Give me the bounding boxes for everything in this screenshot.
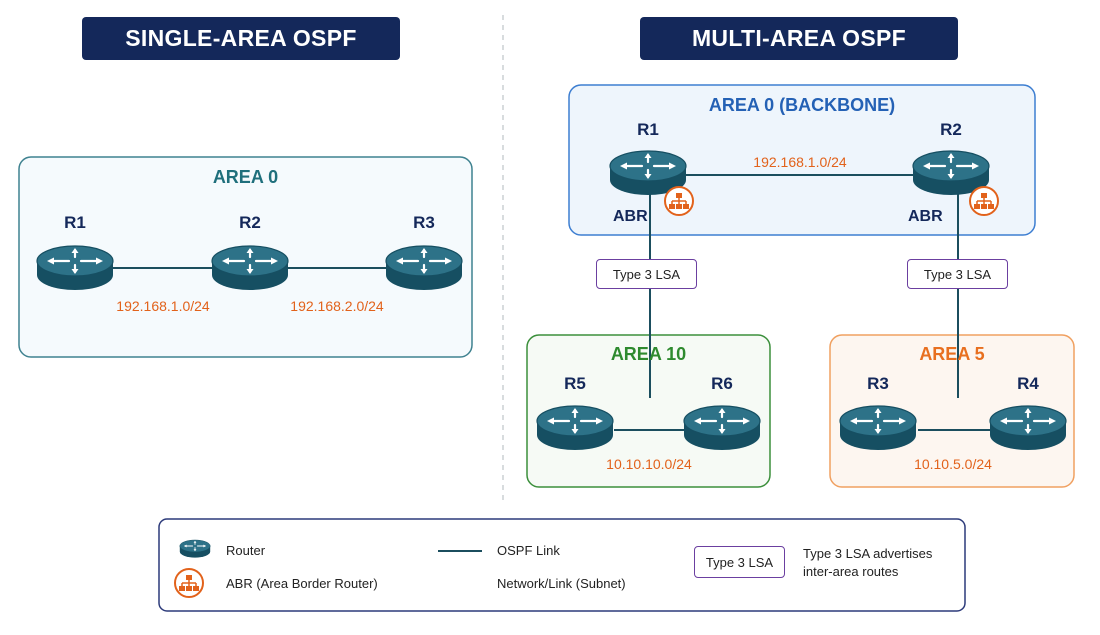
router-label-r6: R6 xyxy=(711,374,733,393)
single-area-title: SINGLE-AREA OSPF xyxy=(82,17,400,60)
area5-label: AREA 5 xyxy=(919,344,985,364)
router-label-r2: R2 xyxy=(239,213,261,232)
single-area0-label: AREA 0 xyxy=(212,167,279,187)
abr-badge-icon xyxy=(969,186,999,216)
router-icon xyxy=(35,244,115,292)
backbone-label: AREA 0 (BACKBONE) xyxy=(708,95,896,115)
abr-label: ABR xyxy=(908,208,943,225)
router-icon xyxy=(384,244,464,292)
legend-abr-icon xyxy=(174,568,204,598)
subnet-label: 10.10.5.0/24 xyxy=(914,456,992,472)
router-label-r4: R4 xyxy=(1017,374,1039,393)
router-icon xyxy=(838,404,918,452)
router-label-r3: R3 xyxy=(413,213,435,232)
type3-lsa-tag: Type 3 LSA xyxy=(596,259,697,289)
legend-abr-text: ABR (Area Border Router) xyxy=(226,576,378,591)
router-label-r2: R2 xyxy=(940,120,962,139)
legend-lsa-desc-line1: Type 3 LSA advertises xyxy=(803,546,933,561)
legend-box xyxy=(158,518,966,612)
router-icon xyxy=(535,404,615,452)
legend-type3-lsa-tag: Type 3 LSA xyxy=(694,546,785,578)
router-label-r1: R1 xyxy=(64,213,86,232)
abr-label: ABR xyxy=(613,208,648,225)
router-label-r3: R3 xyxy=(867,374,889,393)
subnet-label: 192.168.2.0/24 xyxy=(290,298,384,314)
subnet-label: 192.168.1.0/24 xyxy=(753,154,847,170)
type3-lsa-tag: Type 3 LSA xyxy=(907,259,1008,289)
subnet-label: 192.168.1.0/24 xyxy=(116,298,210,314)
subnet-label: 10.10.10.0/24 xyxy=(606,456,692,472)
multi-area-title: MULTI-AREA OSPF xyxy=(640,17,958,60)
router-label-r5: R5 xyxy=(564,374,586,393)
router-icon xyxy=(682,404,762,452)
router-label-r1: R1 xyxy=(637,120,659,139)
router-icon xyxy=(210,244,290,292)
legend-lsa-desc-line2: inter-area routes xyxy=(803,564,899,579)
legend-ospf-link-text: OSPF Link xyxy=(497,543,560,558)
legend-router-text: Router xyxy=(226,543,266,558)
abr-badge-icon xyxy=(664,186,694,216)
router-icon xyxy=(988,404,1068,452)
area10-label: AREA 10 xyxy=(610,344,687,364)
legend-network-link-text: Network/Link (Subnet) xyxy=(497,576,626,591)
legend-router-icon xyxy=(179,539,211,559)
